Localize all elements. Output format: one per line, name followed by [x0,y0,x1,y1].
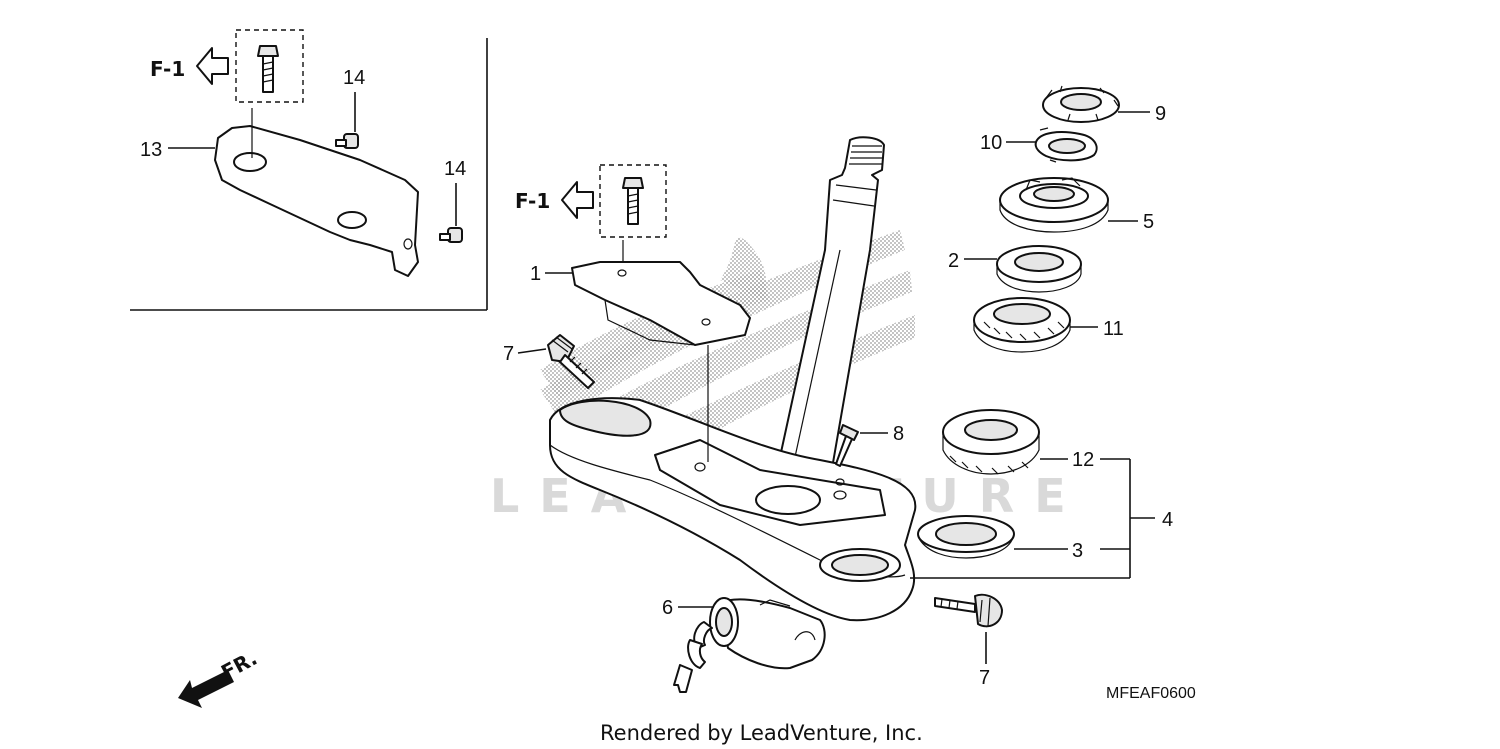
plate-hole [701,318,711,326]
footer-credit: Rendered by LeadVenture, Inc. [600,721,923,745]
ref-f1-main: F-1 [515,189,550,213]
bolt-7-lower [934,593,1003,628]
lock-washer-10 [1034,127,1098,163]
callout-10: 10 [980,132,1002,154]
callout-7-upper: 7 [503,343,514,365]
callout-9: 9 [1155,103,1166,125]
callout-7-lower: 7 [979,667,990,689]
bearing-12 [942,409,1040,475]
callout-5: 5 [1143,211,1154,233]
callout-6: 6 [662,597,673,619]
steering-stem [774,136,885,481]
bracket-plate [214,125,419,277]
bolt-callout-box [599,164,667,238]
callout-4: 4 [1162,509,1173,531]
plate-hole [403,238,413,250]
dust-seal-2 [996,245,1082,293]
front-arrow-icon [178,670,234,708]
callout-2: 2 [948,250,959,272]
bolt-icon [622,177,644,225]
bolt-icon [257,45,279,93]
plate-hole [617,269,627,277]
callout-14-right: 14 [444,158,466,180]
reference-arrow-icon [561,181,594,219]
inset-panel: F-1 13 14 14 [130,29,488,311]
reference-arrow-icon [196,47,229,85]
plate-hole [337,211,367,229]
bolt-7-upper [547,334,595,389]
callout-1: 1 [530,263,541,285]
adjusting-nut-5 [999,177,1109,233]
cover-plate-edge [604,299,696,346]
bottom-bridge [549,345,917,622]
bolt-callout-box [235,29,304,103]
screw-8 [835,424,859,467]
ignition-lock [673,597,826,693]
callout-8: 8 [893,423,904,445]
figure-code: MFEAF0600 [1106,685,1196,702]
callout-14-top: 14 [343,67,365,89]
ref-f1-inset: F-1 [150,57,185,81]
nut-14a [335,133,359,149]
bearing-race-3 [917,515,1015,559]
group-bracket-4 [910,458,1155,579]
callout-13: 13 [140,139,162,161]
bearing-11 [973,297,1071,353]
nut-14b [439,227,463,243]
callout-3: 3 [1072,540,1083,562]
nut-9 [1042,85,1120,123]
plate-hole [233,152,267,172]
callout-12: 12 [1072,449,1094,471]
callout-11: 11 [1103,318,1124,340]
leader-line [517,348,547,354]
